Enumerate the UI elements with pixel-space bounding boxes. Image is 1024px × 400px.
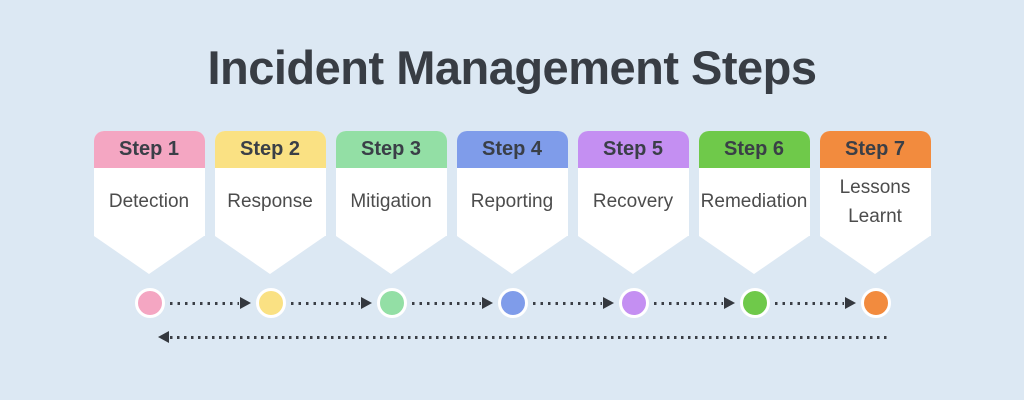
- arrow-right-icon: [360, 297, 372, 309]
- step-card-tip: [820, 236, 930, 274]
- step-1-name: Detection: [108, 191, 190, 213]
- arrow-right-icon: [602, 297, 614, 309]
- step-1-header: Step 1: [93, 131, 205, 168]
- step-3-name: Mitigation: [350, 191, 432, 213]
- step-5-label: Step 5: [602, 138, 664, 160]
- step-card-4: Step 4 Reporting: [456, 131, 568, 274]
- dotted-line: [169, 301, 239, 305]
- dotted-line: [411, 301, 481, 305]
- dotted-line: [170, 335, 890, 339]
- step-7-header: Step 7: [819, 131, 931, 168]
- step-2-header: Step 2: [214, 131, 326, 168]
- step-card-tip: [336, 236, 446, 274]
- step-7-node: [860, 288, 891, 318]
- dotted-line: [653, 301, 723, 305]
- step-5-name: Recovery: [592, 191, 674, 213]
- dotted-connector: [653, 288, 735, 318]
- step-2-name: Response: [227, 191, 313, 213]
- step-card-6: Step 6 Remediation: [698, 131, 810, 274]
- dotted-line: [290, 301, 360, 305]
- step-4-header: Step 4: [456, 131, 568, 168]
- dotted-connector: [290, 288, 372, 318]
- dotted-connector: [411, 288, 493, 318]
- step-1-label: Step 1: [118, 138, 180, 160]
- step-card-7: Step 7 Lessons Learnt: [819, 131, 931, 274]
- step-5-node: [618, 288, 649, 318]
- dotted-line: [532, 301, 602, 305]
- step-7-label: Step 7: [844, 138, 906, 160]
- step-card-tip: [578, 236, 688, 274]
- dotted-line: [774, 301, 844, 305]
- step-card-tip: [215, 236, 325, 274]
- step-card-1: Step 1 Detection: [93, 131, 205, 274]
- dotted-connector: [532, 288, 614, 318]
- step-3-label: Step 3: [360, 138, 422, 160]
- arrow-right-icon: [723, 297, 735, 309]
- step-card-3: Step 3 Mitigation: [335, 131, 447, 274]
- step-1-node: [134, 288, 165, 318]
- step-4-node: [497, 288, 528, 318]
- flow-row: [94, 288, 931, 318]
- arrow-left-icon: [158, 331, 169, 343]
- page-title: Incident Management Steps: [207, 41, 817, 94]
- arrow-right-icon: [239, 297, 251, 309]
- return-connector: [158, 331, 890, 343]
- step-6-node: [739, 288, 770, 318]
- step-3-header: Step 3: [335, 131, 447, 168]
- step-card-tip: [94, 236, 204, 274]
- arrow-right-icon: [844, 297, 856, 309]
- step-6-name: Remediation: [700, 191, 808, 213]
- step-card-5: Step 5 Recovery: [577, 131, 689, 274]
- step-6-label: Step 6: [723, 138, 785, 160]
- step-5-header: Step 5: [577, 131, 689, 168]
- step-2-node: [255, 288, 286, 318]
- dotted-connector: [774, 288, 856, 318]
- step-4-label: Step 4: [481, 138, 543, 160]
- step-card-2: Step 2 Response: [214, 131, 326, 274]
- step-card-tip: [457, 236, 567, 274]
- step-7-name: Lessons Learnt: [839, 176, 911, 227]
- step-2-label: Step 2: [239, 138, 301, 160]
- step-4-name: Reporting: [470, 191, 554, 213]
- arrow-right-icon: [481, 297, 493, 309]
- step-6-header: Step 6: [698, 131, 810, 168]
- step-card-tip: [699, 236, 809, 274]
- dotted-connector: [169, 288, 251, 318]
- step-3-node: [376, 288, 407, 318]
- steps-row: Step 1 Detection Step 2 Response: [0, 131, 1024, 274]
